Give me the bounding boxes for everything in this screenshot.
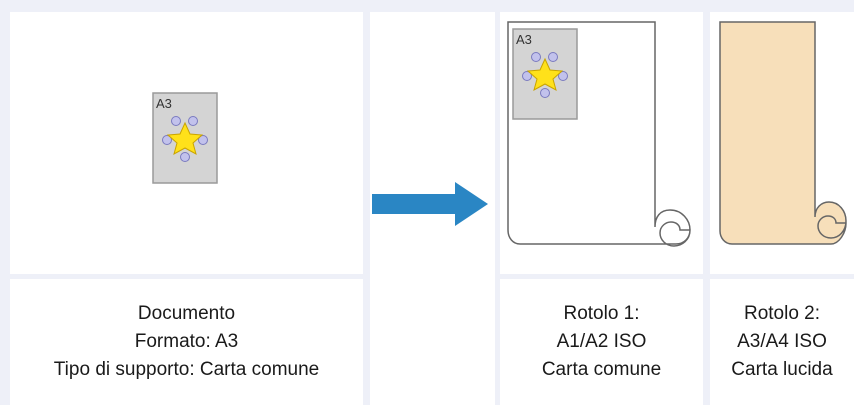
glossy-roll-paper <box>719 21 847 245</box>
roll1-caption: Rotolo 1: A1/A2 ISO Carta comune <box>500 279 703 405</box>
page-size-label: A3 <box>156 96 172 111</box>
document-caption: Documento Formato: A3 Tipo di supporto: … <box>10 279 363 405</box>
roll2-preview-cell <box>710 12 854 274</box>
decor-dot <box>522 71 532 81</box>
decor-dot <box>540 88 550 98</box>
a3-document-icon: A3 <box>152 92 218 184</box>
arrow-cell <box>370 12 495 405</box>
decor-dot <box>558 71 568 81</box>
document-caption-media: Tipo di supporto: Carta comune <box>53 359 320 380</box>
decor-dot <box>180 152 190 162</box>
roll1-caption-title: Rotolo 1: <box>563 303 640 324</box>
document-caption-title: Documento <box>137 303 236 324</box>
document-caption-size: Formato: A3 <box>134 331 239 352</box>
decor-dot <box>198 135 208 145</box>
right-arrow-icon <box>372 182 488 226</box>
decor-dot <box>531 52 541 62</box>
roll1-preview-cell: A3 <box>500 12 703 274</box>
document-preview-cell: A3 <box>10 12 363 274</box>
page-size-label: A3 <box>516 32 532 47</box>
decor-dot <box>548 52 558 62</box>
roll2-caption-size: A3/A4 ISO <box>737 331 827 352</box>
star-icon <box>166 121 204 156</box>
roll2-caption: Rotolo 2: A3/A4 ISO Carta lucida <box>710 279 854 405</box>
star-icon <box>526 57 564 92</box>
decor-dot <box>162 135 172 145</box>
roll2-paper-icon <box>719 21 847 245</box>
roll1-caption-size: A1/A2 ISO <box>556 331 647 352</box>
roll1-caption-media: Carta comune <box>541 359 662 380</box>
decor-dot <box>188 116 198 126</box>
decor-dot <box>171 116 181 126</box>
roll1-paper-icon: A3 <box>507 21 691 247</box>
roll2-caption-media: Carta lucida <box>731 359 833 380</box>
roll2-caption-title: Rotolo 2: <box>743 303 821 324</box>
